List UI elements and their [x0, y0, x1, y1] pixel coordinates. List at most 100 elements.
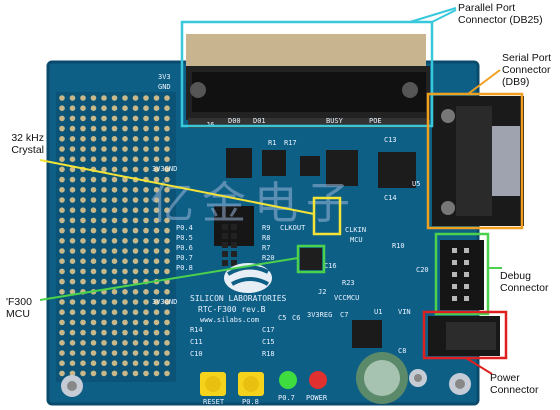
grid-hole [164, 238, 170, 244]
label-d00: D00 [228, 117, 241, 125]
grid-hole [111, 309, 118, 316]
label-c17: C17 [262, 326, 275, 334]
mcu-line [39, 257, 299, 301]
grid-hole [143, 105, 149, 111]
grid-hole [111, 289, 118, 295]
grid-hole [59, 227, 65, 234]
grid-hole [59, 125, 65, 132]
grid-hole [90, 309, 97, 316]
debug-pin [464, 284, 469, 289]
grid-hole [80, 340, 86, 346]
grid-hole [111, 125, 118, 132]
grid-hole [164, 319, 170, 326]
grid-hole [164, 360, 170, 367]
grid-hole [80, 329, 86, 336]
power-box [422, 310, 508, 360]
grid-hole [59, 350, 65, 356]
grid-hole [122, 197, 128, 203]
grid-hole [132, 166, 139, 173]
grid-hole [80, 95, 86, 101]
grid-hole [80, 238, 86, 244]
grid-hole [59, 258, 65, 265]
label-3v3-top: 3V3 [158, 73, 171, 81]
grid-hole [122, 248, 128, 254]
grid-hole [59, 187, 65, 193]
label-r20: R20 [262, 254, 275, 262]
grid-hole [132, 105, 139, 111]
grid-hole [143, 289, 149, 295]
grid-hole [132, 329, 139, 336]
grid-hole [90, 248, 97, 254]
grid-hole [90, 95, 97, 101]
grid-hole [59, 360, 65, 367]
grid-hole [111, 319, 118, 326]
grid-hole [143, 227, 149, 234]
label-3v3reg: 3V3REG [307, 311, 332, 319]
grid-hole [90, 319, 97, 326]
grid-hole [111, 197, 118, 203]
grid-hole [164, 166, 170, 173]
grid-hole [69, 309, 76, 316]
grid-hole [132, 238, 139, 244]
grid-hole [164, 329, 170, 336]
grid-hole [122, 227, 128, 234]
debug-pin [464, 260, 469, 265]
grid-hole [69, 187, 76, 193]
grid-hole [59, 207, 65, 213]
grid-hole [80, 268, 86, 275]
grid-hole [69, 370, 76, 377]
grid-hole [90, 136, 97, 142]
grid-hole [80, 217, 86, 224]
grid-hole [80, 105, 86, 111]
grid-hole [111, 258, 118, 265]
label-3v3-mid: 3V3GND [152, 165, 177, 173]
grid-hole [69, 176, 76, 183]
label-c13: C13 [384, 136, 397, 144]
power-jack [428, 316, 500, 356]
grid-hole [122, 319, 128, 326]
grid-hole [132, 227, 139, 234]
grid-hole [132, 207, 139, 213]
grid-hole [153, 309, 160, 316]
callout-serial-port: Serial Port Connector (DB9) [502, 52, 552, 88]
grid-hole [164, 258, 170, 265]
crystal-box [312, 196, 342, 236]
grid-hole [132, 268, 139, 275]
label-reset: RESET [203, 398, 225, 406]
grid-hole [59, 319, 65, 326]
grid-hole [132, 309, 139, 316]
grid-hole [132, 360, 139, 367]
grid-hole [90, 278, 97, 285]
grid-hole [111, 176, 118, 183]
grid-hole [153, 217, 160, 224]
grid-hole [153, 360, 160, 367]
grid-hole [143, 268, 149, 275]
label-vccmcu: VCCMCU [334, 294, 359, 302]
grid-hole [132, 115, 139, 122]
grid-hole [101, 95, 107, 101]
grid-hole [90, 238, 97, 244]
grid-hole [101, 227, 107, 234]
grid-hole [153, 146, 160, 152]
grid-hole [69, 156, 76, 162]
grid-hole [153, 136, 160, 142]
label-p07: P0.7 [278, 394, 295, 402]
grid-hole [132, 350, 139, 356]
grid-hole [143, 156, 149, 162]
grid-hole [90, 360, 97, 367]
grid-hole [90, 176, 97, 183]
header-pin [231, 242, 237, 248]
callout-crystal: 32 kHz Crystal [11, 132, 44, 156]
callout-debug: Debug Connector [500, 270, 549, 294]
grid-hole [90, 207, 97, 213]
grid-hole [132, 289, 139, 295]
grid-hole [101, 136, 107, 142]
grid-hole [143, 197, 149, 203]
serial-port-box [426, 92, 524, 230]
grid-hole [101, 217, 107, 224]
grid-hole [69, 115, 76, 122]
grid-hole [153, 207, 160, 213]
grid-hole [143, 258, 149, 265]
grid-hole [80, 370, 86, 377]
grid-hole [153, 350, 160, 356]
